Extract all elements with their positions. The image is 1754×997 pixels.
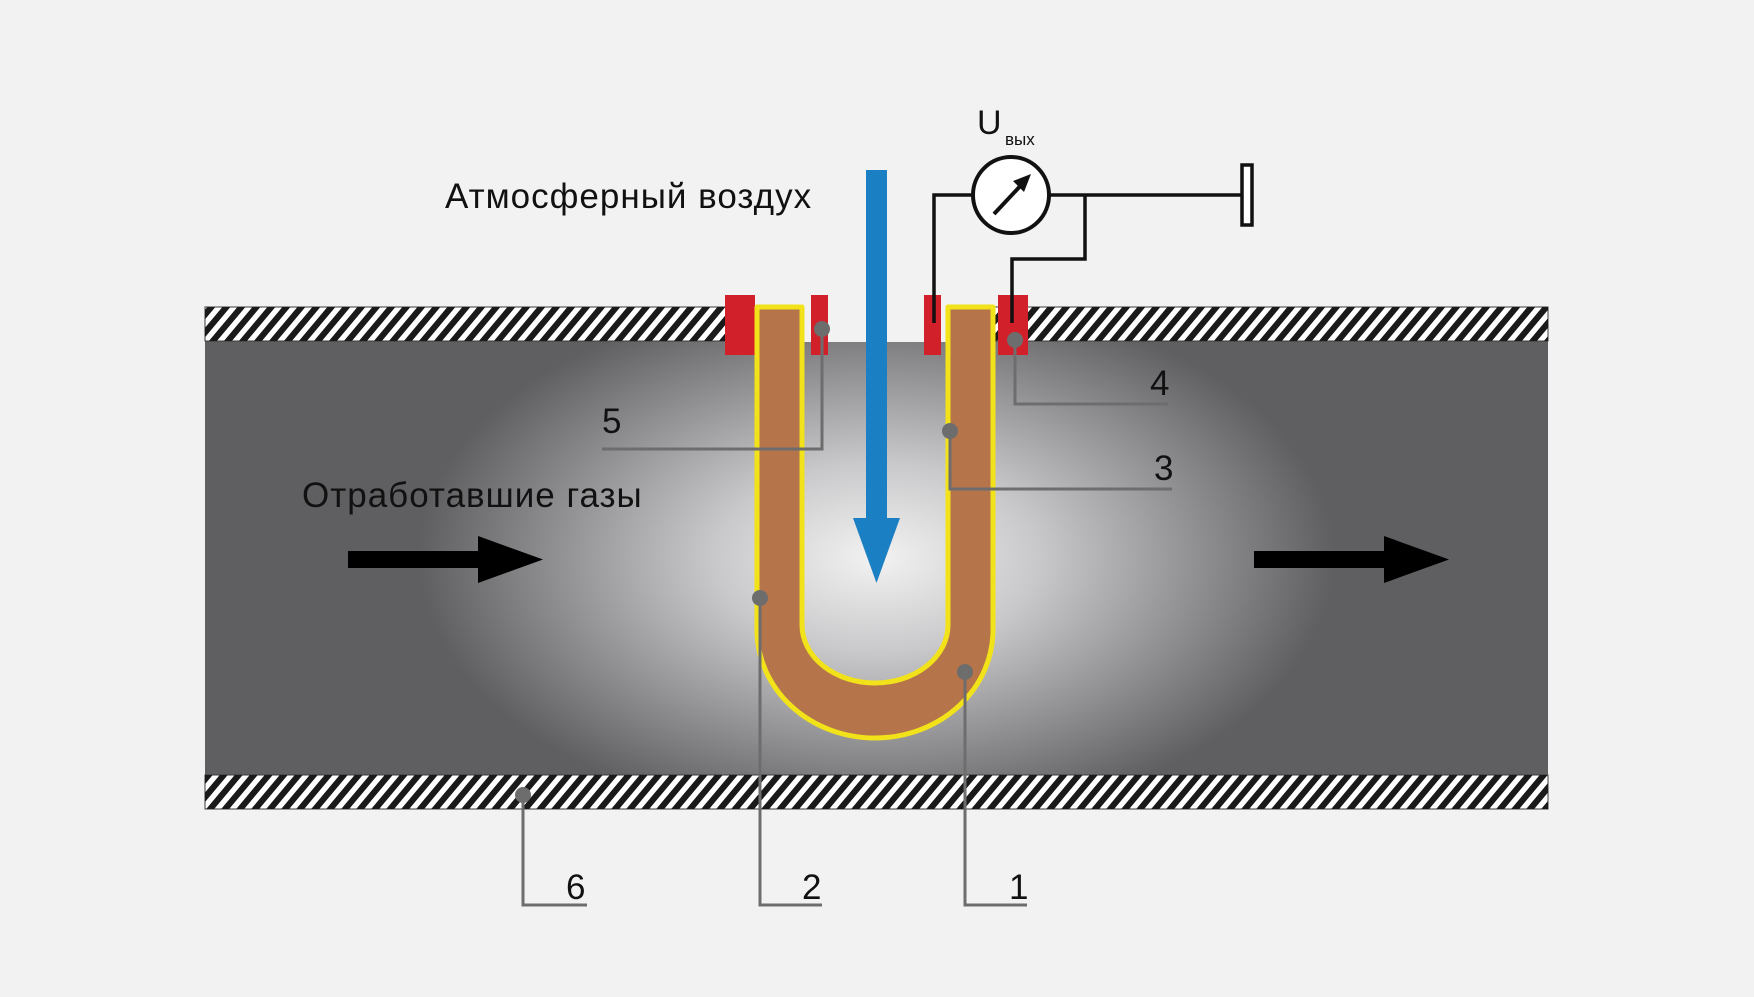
leader-3 (948, 431, 1172, 491)
callout-2: 2 (802, 868, 821, 907)
callout-5: 5 (602, 402, 621, 441)
ground-icon (1240, 163, 1254, 227)
callout-3: 3 (1154, 449, 1173, 488)
pipe-wall-bottom (204, 774, 1549, 810)
callout-dots (515, 321, 1023, 803)
wire-outer-electrode (1010, 195, 1087, 323)
atmospheric-air-label: Атмосферный воздух (445, 177, 812, 216)
dot-6 (515, 787, 531, 803)
gas-flow-arrow-left (348, 536, 543, 583)
dot-5 (814, 321, 830, 337)
measurement-circuit (932, 193, 1242, 323)
callout-6: 6 (566, 868, 585, 907)
seal-right-inner (924, 295, 941, 355)
leader-2 (758, 598, 822, 907)
callout-1: 1 (1009, 868, 1028, 907)
leader-4 (1013, 340, 1168, 406)
output-voltage-subscript: вых (1005, 130, 1035, 149)
gas-flow-arrow-right (1254, 536, 1449, 583)
exhaust-gases-label: Отработавшие газы (302, 476, 643, 515)
seal-left-outer (725, 295, 755, 355)
leader-6 (521, 795, 587, 907)
callout-4: 4 (1150, 364, 1169, 403)
dot-2 (752, 590, 768, 606)
output-voltage-label: U (977, 104, 1002, 142)
dot-4 (1007, 332, 1023, 348)
sensor-ceramic-body (754, 304, 996, 741)
leader-5 (602, 329, 824, 451)
leader-1 (963, 672, 1027, 907)
callout-leaders (521, 329, 1172, 907)
voltmeter-icon (971, 155, 1051, 235)
dot-1 (957, 664, 973, 680)
atmospheric-air-arrow (853, 170, 900, 583)
wire-inner-electrode (932, 193, 973, 323)
dot-3 (942, 423, 958, 439)
